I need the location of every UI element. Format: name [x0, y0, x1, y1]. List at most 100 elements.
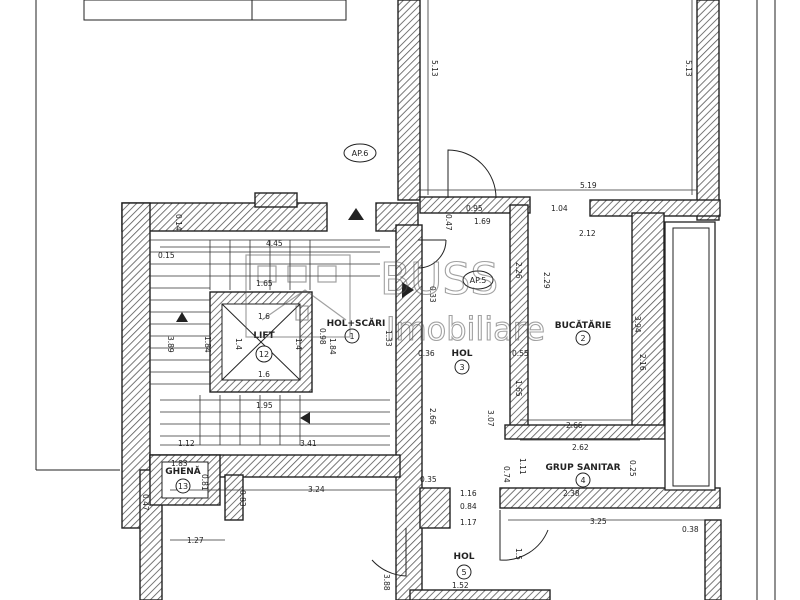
wall-bottom-strip	[409, 589, 551, 600]
dim-1-4-a: 1.4	[234, 338, 243, 350]
dim-1-4-b: 1.4	[294, 338, 303, 350]
dim-1-52: 1.52	[452, 581, 469, 590]
dim-3-41: 3.41	[300, 439, 317, 448]
wall-lower-mid	[224, 474, 244, 521]
svg-text:LIFT: LIFT	[253, 331, 275, 341]
arrow-up-marker	[176, 312, 188, 322]
watermark-brand: BUSS	[380, 254, 498, 305]
dim-4-45: 4.45	[266, 239, 283, 248]
ap6-label: AP.6	[343, 143, 377, 163]
dimension-labels: 5.13 5.13 5.19 0.95 1.69 1.04 2.12 0.47 …	[141, 60, 699, 591]
dim-1-84: 1.84	[328, 338, 337, 355]
dim-0-14: 0.14	[174, 214, 183, 231]
arrow-right-marker	[402, 282, 414, 298]
svg-text:HOL+SCĂRI: HOL+SCĂRI	[327, 317, 386, 329]
svg-text:2: 2	[580, 334, 585, 343]
dim-5-19: 5.19	[580, 181, 597, 190]
svg-text:AP.6: AP.6	[352, 149, 369, 158]
svg-text:HOL: HOL	[454, 552, 475, 562]
right-column-inner	[672, 227, 710, 487]
stair-lines	[150, 239, 390, 445]
dim-2-16: 2.16	[638, 354, 647, 371]
dim-1-17: 1.17	[460, 518, 477, 527]
dim-1-65: 1.65	[256, 279, 273, 288]
svg-text:AP.5: AP.5	[470, 276, 487, 285]
wall-stair-top-bump	[254, 192, 298, 208]
wall-kitchen-right	[631, 212, 665, 434]
dim-1-11: 1.11	[518, 458, 527, 475]
door-swing-bath	[499, 510, 549, 561]
svg-text:12: 12	[259, 350, 269, 359]
door-swing-ap6	[447, 149, 497, 199]
dim-5-13-b: 5.13	[684, 60, 693, 77]
svg-text:HOL: HOL	[452, 349, 473, 359]
dim-2-38: 2.38	[563, 489, 580, 498]
arrow-left-marker	[300, 412, 310, 424]
dim-1-27: 1.27	[187, 536, 204, 545]
room-hol-3: HOL 3	[452, 349, 473, 375]
door-swing-lower	[371, 528, 407, 577]
svg-text:GRUP SANITAR: GRUP SANITAR	[545, 463, 620, 473]
dim-2-66-b: 2.66	[566, 421, 583, 430]
dim-3-89: 3.89	[166, 336, 175, 353]
svg-text:4: 4	[580, 476, 585, 485]
dim-0-35: 0.35	[420, 475, 437, 484]
dim-1-16: 1.16	[460, 489, 477, 498]
dim-2-66: 2.66	[428, 408, 437, 425]
dim-0-95: 0.95	[466, 204, 483, 213]
dim-0-55: 0.55	[512, 349, 529, 358]
svg-text:1: 1	[349, 332, 354, 341]
dim-1-12: 1.12	[178, 439, 195, 448]
dim-3-07: 3.07	[486, 410, 495, 427]
dim-0-33: 0.33	[428, 286, 437, 303]
top-window-box	[83, 0, 347, 21]
wall-kitchen-top-left	[419, 196, 531, 214]
room-hol-scari: HOL+SCĂRI 1	[327, 317, 386, 344]
svg-text:BUCĂTĂRIE: BUCĂTĂRIE	[555, 319, 612, 331]
dim-0-25: 0.25	[628, 460, 637, 477]
svg-text:GHENĂ: GHENĂ	[165, 465, 201, 477]
dim-1-5: 1.5	[514, 548, 523, 560]
dim-3-94: 3.94	[633, 316, 642, 333]
dim-2-12: 2.12	[579, 229, 596, 238]
dim-1-95: 1.95	[256, 401, 273, 410]
dim-2-62: 2.62	[572, 443, 589, 452]
watermark: BUSS Imobiliare	[245, 253, 545, 349]
dim-0-83: 0.83	[238, 490, 247, 507]
watermark-logo-icon	[245, 254, 351, 338]
dim-0-15: 0.15	[158, 251, 175, 260]
dim-3-24: 3.24	[308, 485, 325, 494]
dim-0-36: 0.36	[418, 349, 435, 358]
room-bucatarie: BUCĂTĂRIE 2	[555, 319, 612, 346]
dim-0-84: 0.84	[460, 502, 477, 511]
room-lift: LIFT 12	[253, 331, 276, 363]
dim-2-29: 2.29	[542, 272, 551, 289]
wall-hall-lower	[419, 487, 451, 529]
door-swing-hall	[417, 239, 447, 269]
dimension-lines	[160, 0, 705, 541]
ap5-label: AP.5	[462, 270, 494, 290]
dim-1-33: 1.33	[384, 330, 393, 347]
dim-3-25: 3.25	[590, 517, 607, 526]
svg-text:5: 5	[461, 568, 466, 577]
dim-1-84-b: 1.84	[203, 336, 212, 353]
dim-1-69: 1.69	[474, 217, 491, 226]
dim-0-38: 0.38	[682, 525, 699, 534]
room-grup-sanitar: GRUP SANITAR 4	[545, 463, 621, 488]
dim-0-47-b: 0.47	[141, 494, 150, 511]
wall-right-vertical	[696, 0, 720, 221]
north-triangle	[348, 208, 364, 220]
room-hol-5: HOL 5	[454, 552, 475, 580]
dim-3-88: 3.88	[382, 574, 391, 591]
wall-lower-right	[704, 519, 722, 600]
dim-0-47: 0.47	[444, 214, 453, 231]
dim-2-26: 2.26	[514, 262, 523, 279]
dim-1-83: 1.83	[171, 459, 188, 468]
walls	[121, 0, 722, 600]
room-ghena: GHENĂ 13	[165, 465, 201, 494]
dim-1-6-b: 1.6	[258, 370, 270, 379]
dim-0-81: 0.81	[200, 474, 209, 491]
svg-text:13: 13	[178, 482, 188, 491]
wall-center-vertical	[397, 0, 421, 201]
